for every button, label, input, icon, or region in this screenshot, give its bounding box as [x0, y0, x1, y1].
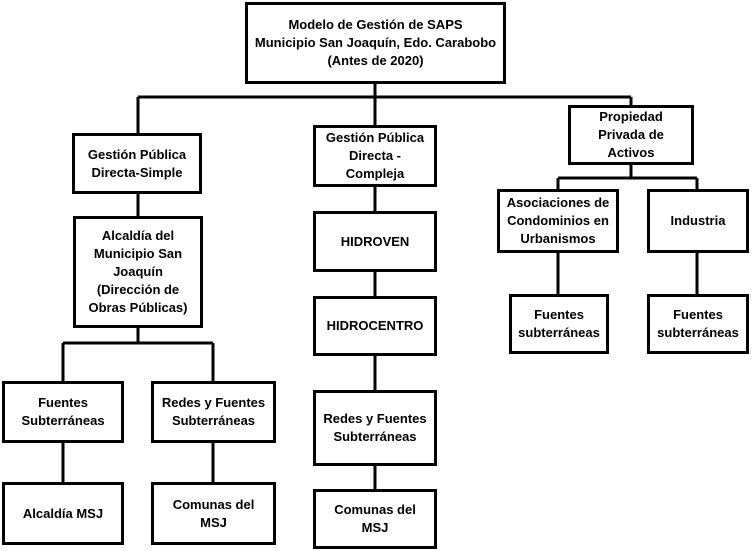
node-fuentes-subterraneas-col1: Fuentes Subterráneas	[2, 381, 124, 443]
node-comunas-msj-col2: Comunas del MSJ	[313, 489, 437, 549]
node-industria: Industria	[647, 189, 749, 253]
node-gestion-publica-directa-simple: Gestión Pública Directa-Simple	[72, 133, 202, 194]
root-node: Modelo de Gestión de SAPS Municipio San …	[245, 2, 506, 84]
node-comunas-msj-col1: Comunas del MSJ	[151, 482, 276, 545]
node-hidrocentro: HIDROCENTRO	[313, 296, 437, 356]
node-alcaldia-municipio: Alcaldía del Municipio San Joaquín (Dire…	[73, 216, 203, 328]
node-propiedad-privada: Propiedad Privada de Activos	[568, 105, 694, 165]
node-fuentes-subterraneas-industria: Fuentes subterráneas	[647, 294, 749, 354]
node-redes-fuentes-col1: Redes y Fuentes Subterráneas	[151, 381, 276, 443]
node-redes-fuentes-col2: Redes y Fuentes Subterráneas	[313, 390, 437, 466]
node-hidroven: HIDROVEN	[313, 211, 437, 272]
node-alcaldia-msj: Alcaldía MSJ	[2, 482, 124, 545]
node-fuentes-subterraneas-asociaciones: Fuentes subterráneas	[509, 294, 609, 354]
node-asociaciones-condominios: Asociaciones de Condominios en Urbanismo…	[497, 189, 619, 253]
node-gestion-publica-directa-compleja: Gestión Pública Directa - Compleja	[313, 125, 437, 187]
